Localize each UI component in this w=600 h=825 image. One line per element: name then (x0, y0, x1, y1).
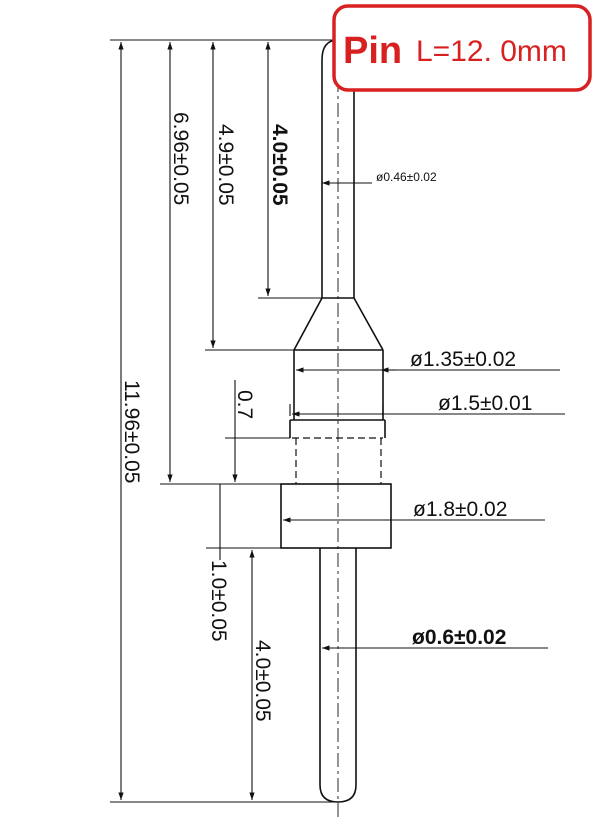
shoulder-outline (289, 419, 386, 438)
dim-cone-base-dia: ø1.35±0.02 (410, 348, 516, 371)
dim-top-pin-dia: ø0.46±0.02 (376, 170, 437, 184)
dim-overall-length: 11.96±0.05 (120, 380, 143, 483)
collar-outline (280, 483, 392, 549)
vertical-dimensions (118, 42, 271, 800)
pin-body (280, 28, 392, 820)
title-prefix: Pin (343, 30, 402, 72)
cone-outline (293, 297, 384, 351)
bottom-pin-outline (319, 548, 357, 803)
diameter-leaders (283, 180, 565, 651)
dim-bottom-pin-length: 4.0±0.05 (251, 640, 274, 722)
title-box: Pin L=12. 0mm (332, 4, 592, 92)
title-length: L=12. 0mm (416, 35, 567, 68)
dim-top-pin-length: 4.0±0.05 (268, 124, 291, 206)
hidden-section (292, 437, 383, 484)
dim-collar-height: 1.0±0.05 (207, 560, 230, 642)
cone-base-outline (293, 349, 384, 420)
dim-shoulder-gap: 0.7 (233, 390, 256, 419)
dim-bottom-pin-dia: ø0.6±0.02 (412, 626, 506, 649)
dim-shoulder-dia: ø1.5±0.01 (438, 392, 532, 415)
dim-to-collar-bottom: 6.96±0.05 (169, 112, 192, 205)
dim-to-cone-base: 4.9±0.05 (214, 124, 237, 206)
dim-collar-dia: ø1.8±0.02 (413, 498, 507, 521)
